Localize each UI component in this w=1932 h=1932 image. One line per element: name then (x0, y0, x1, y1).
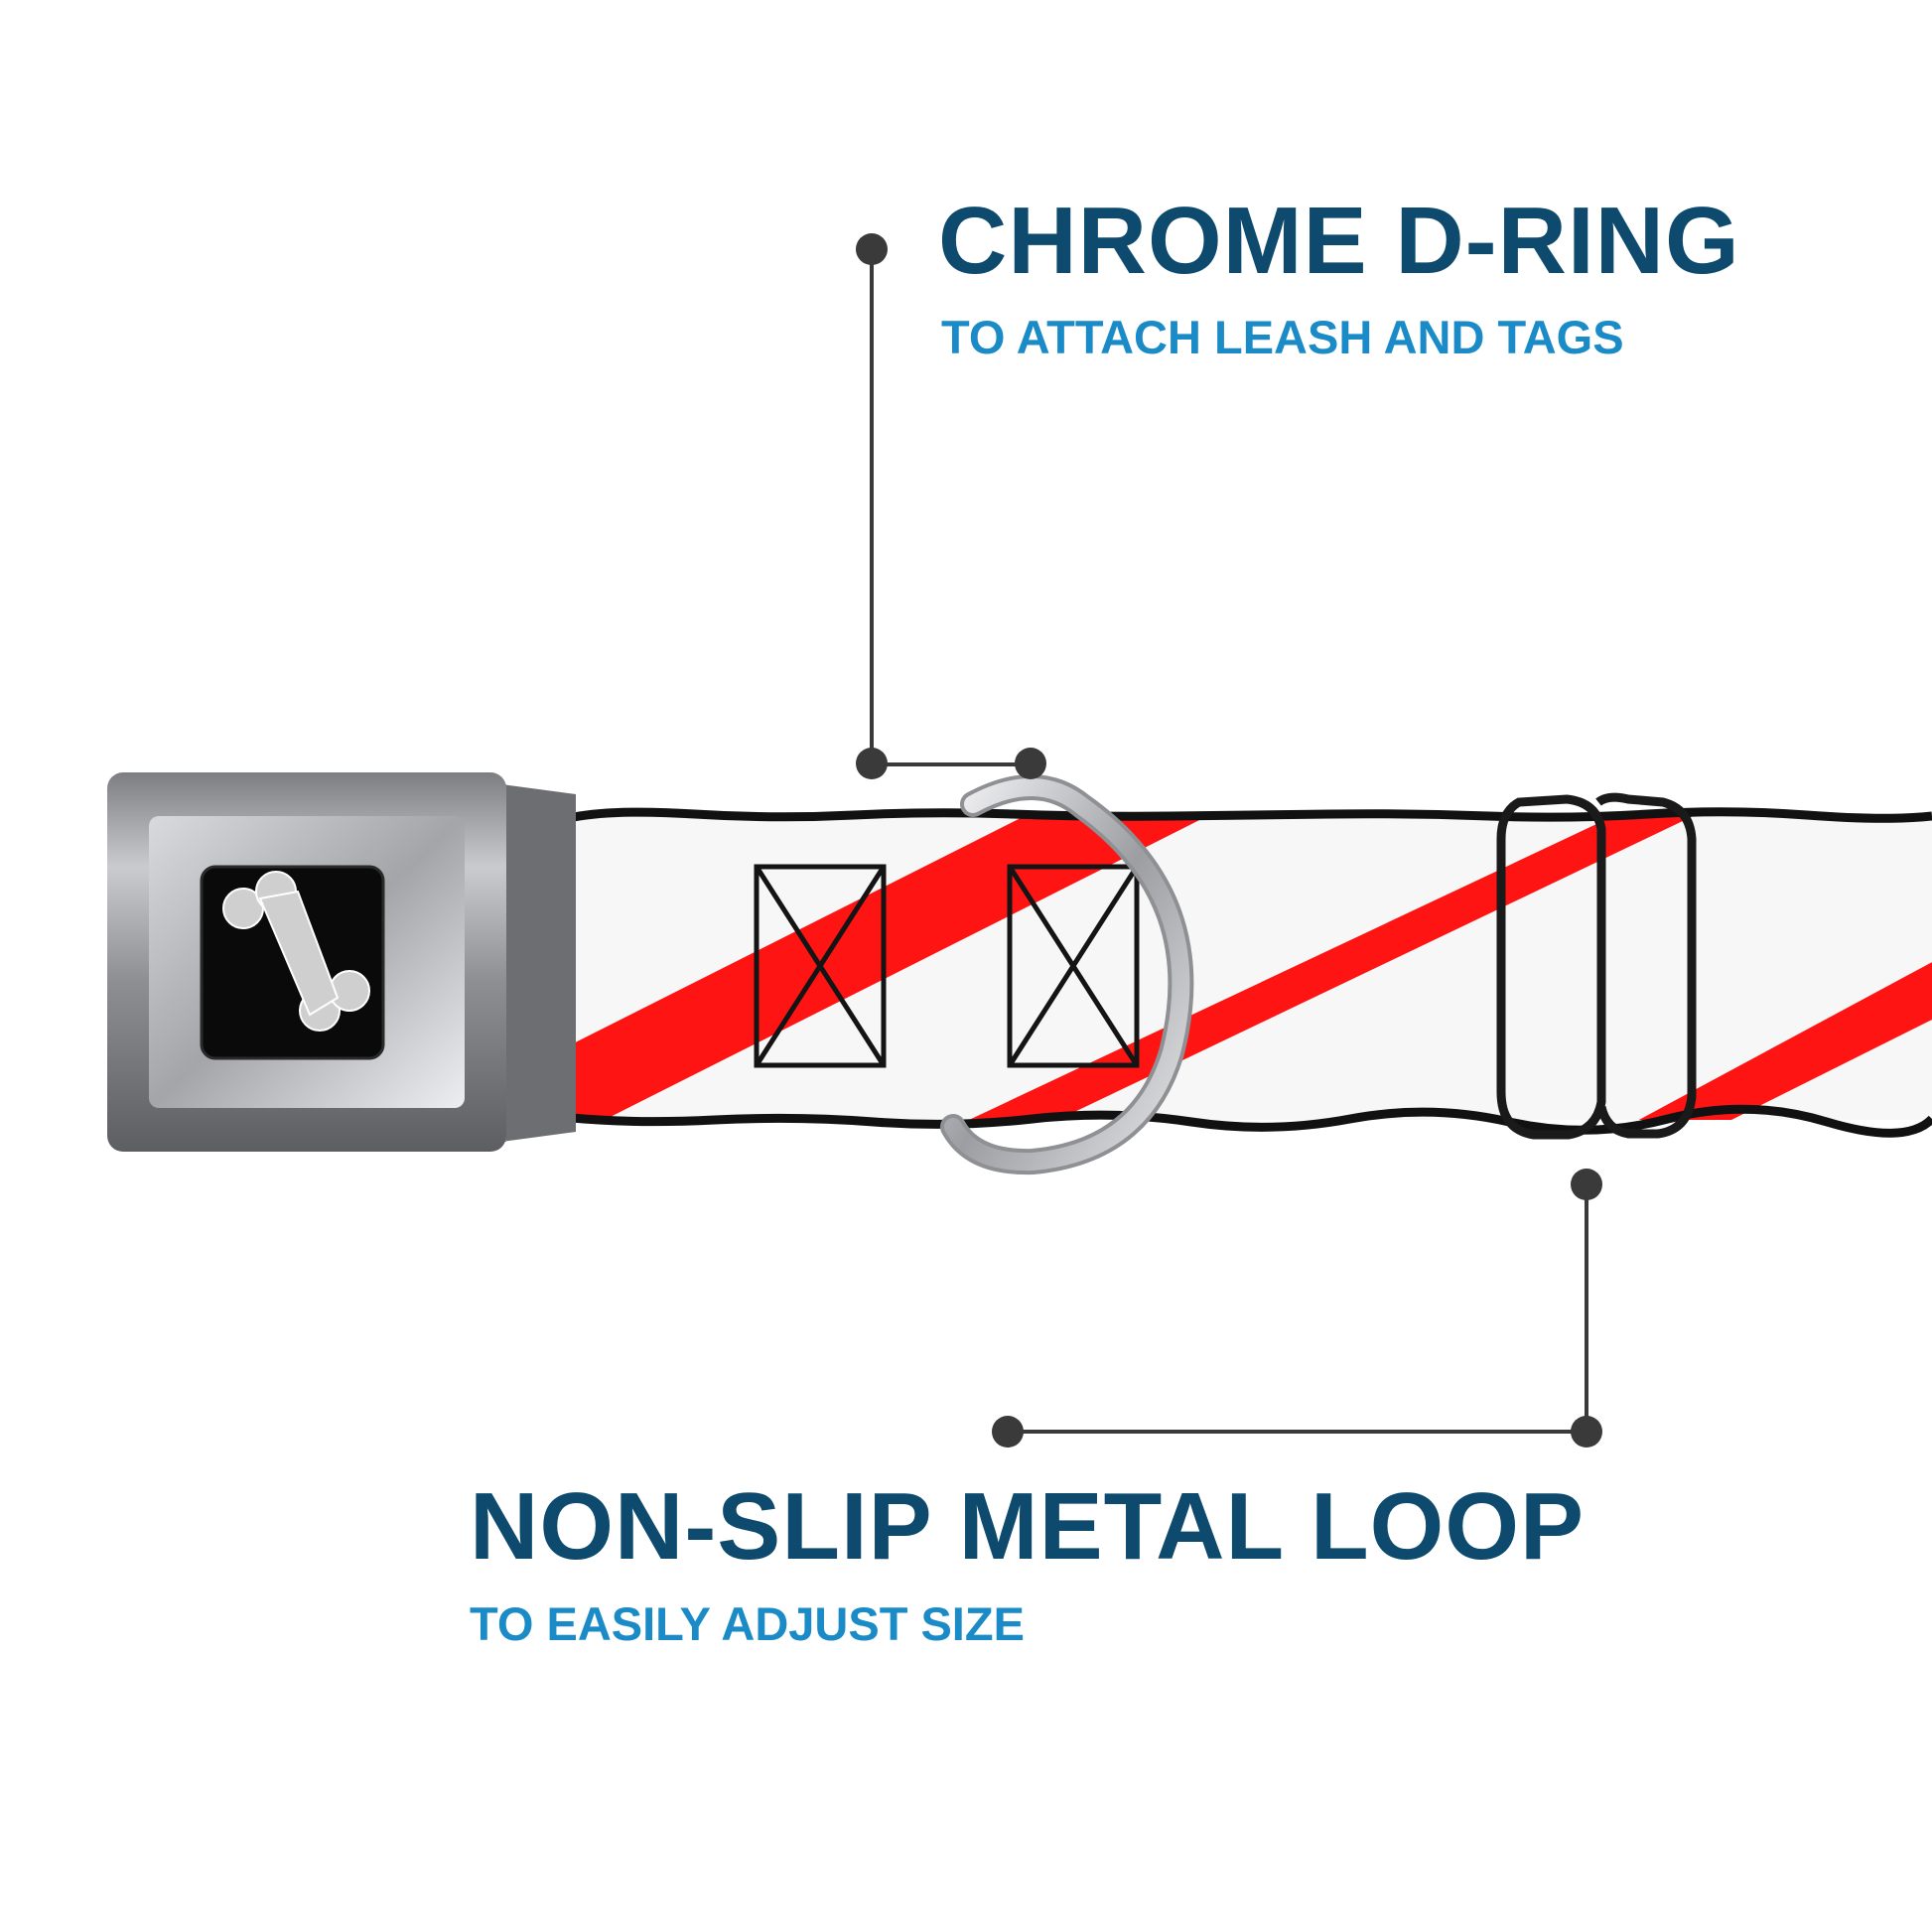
strap-top-edge (573, 807, 1932, 823)
red-stripe (933, 816, 1708, 1120)
strap-bottom-edge (571, 1104, 1932, 1138)
d-ring-callout (856, 233, 1046, 779)
loop-callout (992, 1169, 1602, 1448)
seatbelt-buckle (107, 772, 576, 1152)
adjuster-loop (1496, 792, 1697, 1140)
loop-subtitle: TO EASILY ADJUST SIZE (470, 1597, 1025, 1650)
stitch-box (1007, 864, 1140, 1068)
callout-dot (856, 748, 888, 779)
callout-dot (856, 233, 888, 265)
callout-dot (1571, 1416, 1602, 1448)
d-ring-title: CHROME D-RING (938, 188, 1740, 294)
bone-icon (222, 871, 370, 1032)
callout-dot (1015, 748, 1046, 779)
callout-dot (1571, 1169, 1602, 1200)
red-stripe (525, 816, 1221, 1120)
loop-title: NON-SLIP METAL LOOP (470, 1473, 1586, 1580)
collar-strap (525, 807, 1932, 1138)
stitch-box (754, 864, 887, 1068)
d-ring-subtitle: TO ATTACH LEASH AND TAGS (941, 311, 1624, 363)
callout-dot (992, 1416, 1024, 1448)
d-ring (940, 774, 1194, 1175)
